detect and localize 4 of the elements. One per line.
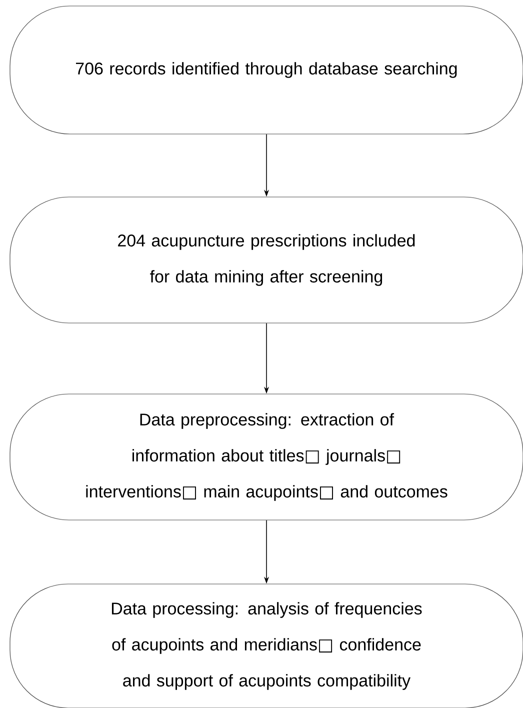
process-box: Data processing: analysis of frequencies of acupoints and meridians□ confidence and support of acupoints compatibility [10, 584, 523, 708]
process-box: Data preprocessing: extraction of information about titles□ journals□ interventions□ main acupoints□ and outcomes [10, 394, 523, 520]
process-box: 204 acupuncture prescriptions included for data mining after screening [10, 196, 523, 324]
process-box: 706 records identified through database searching [10, 6, 523, 134]
